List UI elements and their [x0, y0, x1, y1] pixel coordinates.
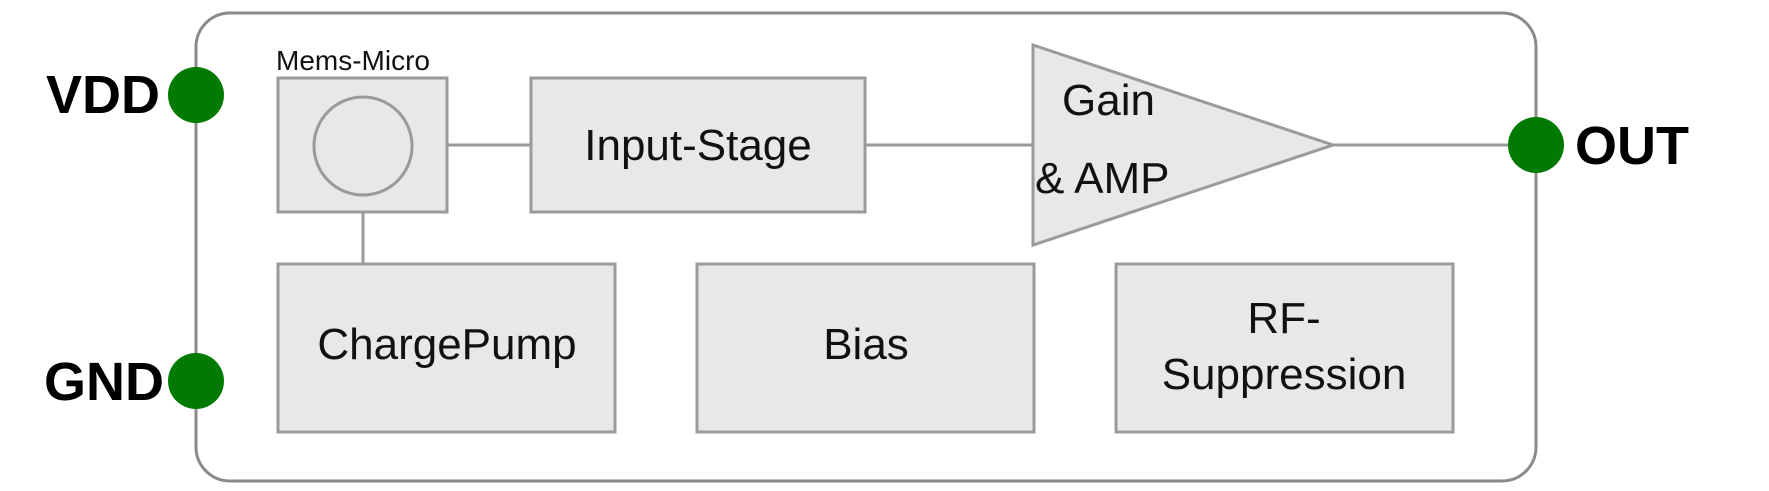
input-stage-block	[529, 76, 867, 214]
bias-label: Bias	[823, 320, 909, 369]
gnd-pin	[168, 353, 224, 409]
vdd-label: VDD	[46, 65, 160, 125]
out-pin	[1508, 117, 1564, 173]
rf-suppression-block	[1114, 262, 1455, 434]
charge-pump-label: ChargePump	[317, 320, 576, 369]
gnd-label: GND	[44, 352, 164, 412]
mems-micro-label: Mems-Micro	[276, 45, 430, 76]
bias-block	[695, 262, 1036, 434]
charge-pump-block	[276, 262, 617, 434]
microphone-icon	[312, 95, 414, 197]
rf-suppression-label-line1: RF-	[1247, 294, 1320, 343]
gain-amp-label-line1: Gain	[1062, 76, 1155, 125]
input-stage-label: Input-Stage	[584, 121, 812, 170]
rf-suppression-label-line2: Suppression	[1162, 350, 1407, 399]
gain-amp-block	[1031, 42, 1338, 248]
gain-amp-label-line2: & AMP	[1035, 154, 1170, 203]
vdd-pin	[168, 67, 224, 123]
out-label: OUT	[1575, 116, 1689, 176]
